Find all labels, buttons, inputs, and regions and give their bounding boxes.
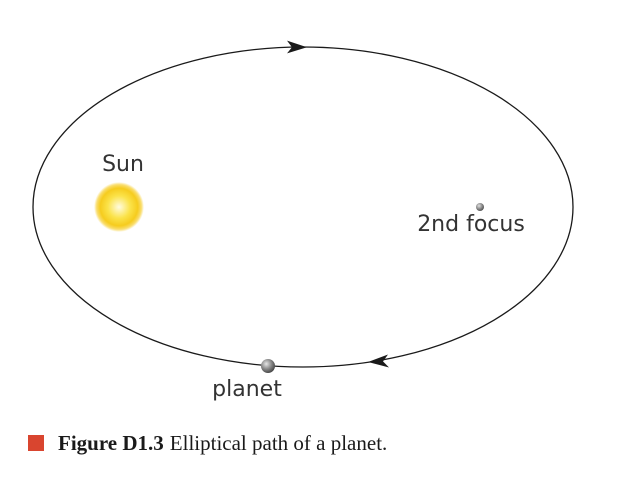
caption-text: Elliptical path of a planet. [169, 430, 388, 455]
second-focus-label: 2nd focus [417, 212, 525, 237]
planet-icon [261, 359, 275, 373]
orbit-direction-arrow-top [287, 40, 307, 54]
second-focus-dot [476, 203, 484, 211]
caption-marker-icon [28, 435, 44, 451]
caption-figure-number: Figure D1.3 [58, 430, 164, 455]
planet-label: planet [212, 377, 282, 402]
figure-caption: Figure D1.3 Elliptical path of a planet. [28, 428, 387, 458]
sun-icon [94, 182, 144, 232]
orbit-direction-arrow-bottom [368, 354, 389, 368]
sun-label: Sun [102, 152, 144, 177]
